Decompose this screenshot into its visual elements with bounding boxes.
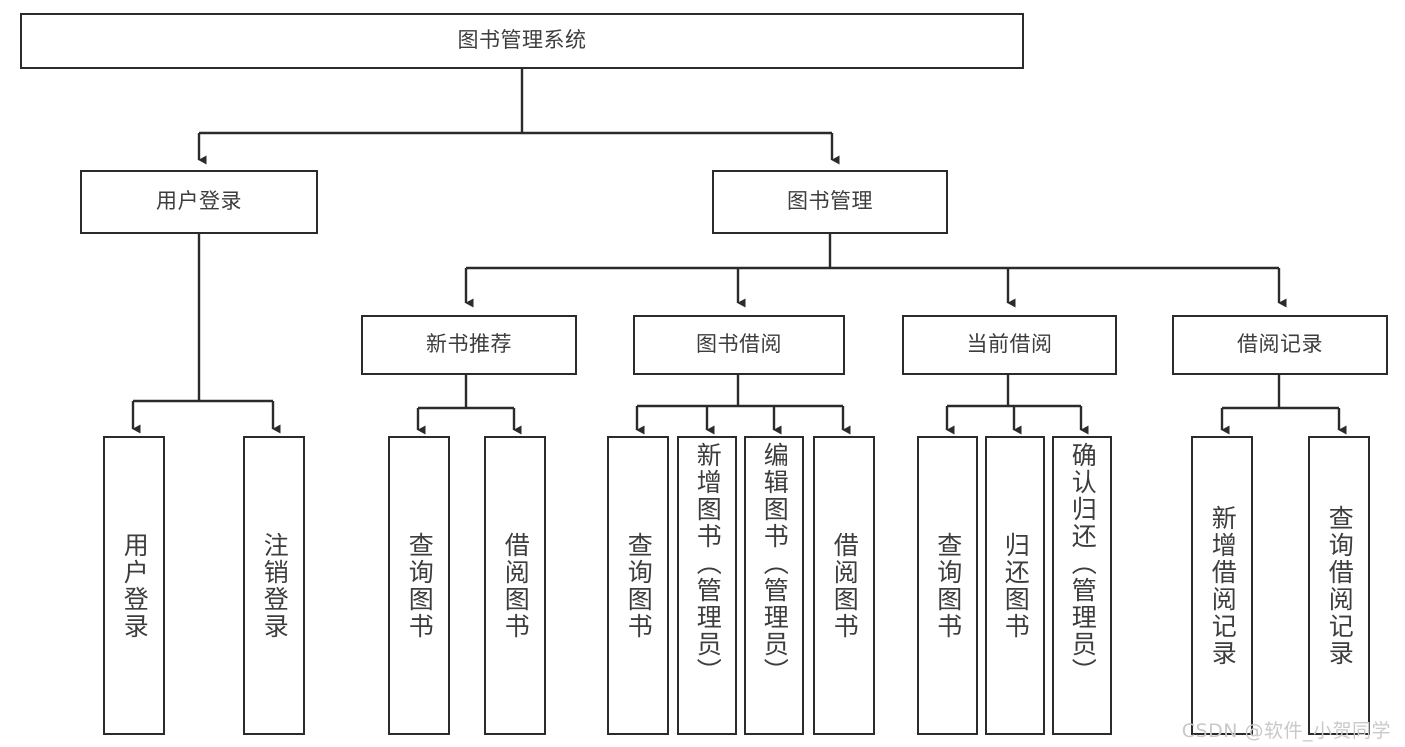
node-label: 查询图书 [933, 531, 963, 640]
node-label: 新增借阅记录 [1208, 504, 1238, 667]
node-leaf-add-book[interactable]: 新增图书（管理员） [677, 436, 737, 735]
node-label: 图书借阅 [696, 332, 782, 357]
node-leaf-logout-login[interactable]: 注销登录 [243, 436, 305, 735]
node-leaf-query-record[interactable]: 查询借阅记录 [1308, 436, 1370, 735]
node-current-borrow[interactable]: 当前借阅 [902, 315, 1117, 375]
node-book-management-system[interactable]: 图书管理系统 [20, 13, 1024, 69]
node-label: 当前借阅 [966, 332, 1053, 357]
node-leaf-edit-book[interactable]: 编辑图书（管理员） [744, 436, 804, 735]
node-new-book-recommend[interactable]: 新书推荐 [361, 315, 577, 375]
node-leaf-borrow-book-2[interactable]: 借阅图书 [813, 436, 875, 735]
node-label: 用户登录 [120, 531, 150, 640]
node-label: 查询图书 [624, 531, 654, 640]
node-label: 借阅图书 [830, 531, 860, 640]
node-leaf-user-login[interactable]: 用户登录 [103, 436, 165, 735]
node-label: 新书推荐 [426, 332, 512, 357]
node-label: 查询图书 [405, 531, 435, 640]
node-label: 图书管理 [787, 189, 873, 214]
node-label: 归还图书 [1001, 531, 1031, 640]
node-book-manage[interactable]: 图书管理 [712, 170, 948, 234]
node-leaf-confirm-return[interactable]: 确认归还（管理员） [1052, 436, 1112, 735]
node-label: 注销登录 [260, 531, 290, 640]
node-leaf-query-book-2[interactable]: 查询图书 [607, 436, 669, 735]
node-leaf-add-record[interactable]: 新增借阅记录 [1191, 436, 1253, 735]
node-label: 图书管理系统 [457, 28, 587, 53]
node-borrow-record[interactable]: 借阅记录 [1172, 315, 1388, 375]
node-leaf-borrow-book-1[interactable]: 借阅图书 [484, 436, 546, 735]
node-user-login[interactable]: 用户登录 [80, 170, 318, 234]
node-leaf-return-book[interactable]: 归还图书 [985, 436, 1045, 735]
node-leaf-query-book-3[interactable]: 查询图书 [917, 436, 978, 735]
node-leaf-query-book-1[interactable]: 查询图书 [388, 436, 450, 735]
node-label: 确认归还（管理员） [1068, 442, 1098, 685]
node-label: 新增图书（管理员） [693, 442, 723, 685]
node-label: 编辑图书（管理员） [760, 442, 790, 685]
node-book-borrow[interactable]: 图书借阅 [633, 315, 845, 375]
node-label: 查询借阅记录 [1325, 504, 1355, 667]
node-label: 借阅图书 [501, 531, 531, 640]
node-label: 用户登录 [156, 189, 242, 214]
node-label: 借阅记录 [1237, 332, 1323, 357]
